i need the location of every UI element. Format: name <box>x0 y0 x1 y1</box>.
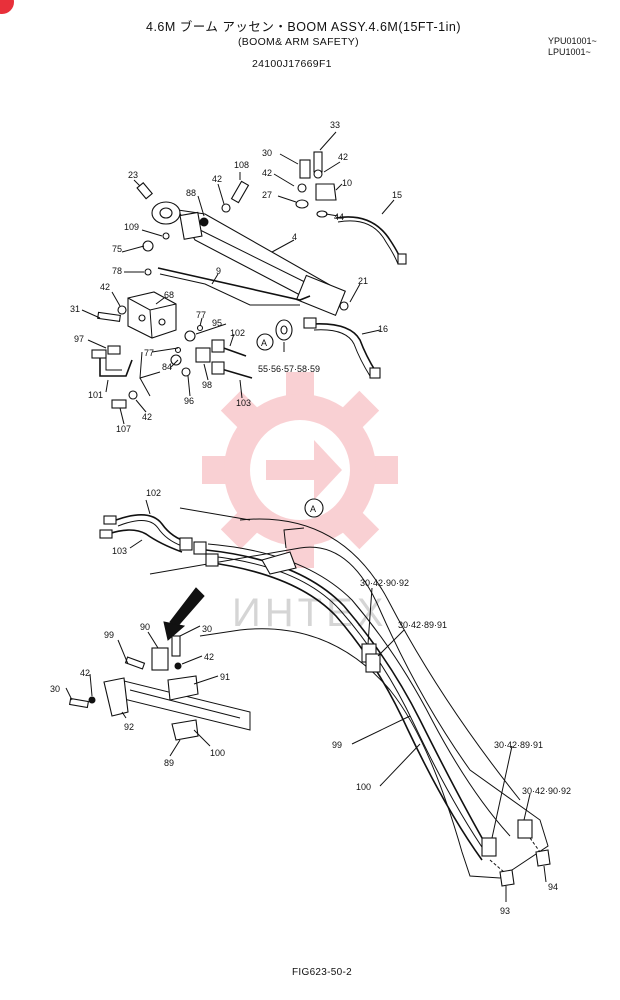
callout-30-42-90-92: 30·42·90·92 <box>522 786 571 796</box>
callout-88: 88 <box>186 188 196 198</box>
callout-96: 96 <box>184 396 194 406</box>
clamp-89 <box>171 719 199 741</box>
callout-42: 42 <box>212 174 222 184</box>
callout-103: 103 <box>112 546 127 556</box>
detail-clamp-view <box>68 635 251 741</box>
callout-42: 42 <box>100 282 110 292</box>
detail-arrow <box>169 587 205 629</box>
callout-42: 42 <box>204 652 214 662</box>
upper-assembly: A <box>81 131 407 425</box>
safety-valve-68 <box>127 291 177 339</box>
fitting-93 <box>499 869 515 887</box>
figure-label: FIG623-50-2 <box>292 967 352 978</box>
callout-94: 94 <box>548 882 558 892</box>
callout-10: 10 <box>342 178 352 188</box>
boom-outline <box>149 546 549 879</box>
callout-labels: 33 30 42 42 10 27 44 15 108 23 88 42 109… <box>50 120 571 916</box>
callout-108: 108 <box>234 160 249 170</box>
callout-68: 68 <box>164 290 174 300</box>
callout-30: 30 <box>262 148 272 158</box>
clamp-92 <box>103 677 129 717</box>
callout-100: 100 <box>356 782 371 792</box>
callout-75: 75 <box>112 244 122 254</box>
hose-102-lower <box>115 514 189 543</box>
diagram-title: 4.6M ブーム アッセン・BOOM ASSY.4.6M(15FT-1in) <box>146 20 461 34</box>
hose-15 <box>335 216 403 263</box>
callout-101: 101 <box>88 390 103 400</box>
callout-93: 93 <box>500 906 510 916</box>
pipe-mount-bracket <box>261 551 297 575</box>
callout-42: 42 <box>338 152 348 162</box>
callout-44: 44 <box>334 212 344 222</box>
callout-21: 21 <box>358 276 368 286</box>
callout-30: 30 <box>50 684 60 694</box>
callout-109: 109 <box>124 222 139 232</box>
clamp-upper-90 <box>151 647 169 671</box>
callout-100: 100 <box>210 748 225 758</box>
callout-33: 33 <box>330 120 340 130</box>
callout-42: 42 <box>262 168 272 178</box>
tee-98 <box>195 347 211 363</box>
callout-78: 78 <box>112 266 122 276</box>
clamp-91-detail <box>167 675 199 701</box>
callout-55-59: 55·56·57·58·59 <box>258 364 320 374</box>
callout-98: 98 <box>202 380 212 390</box>
leader-lines-upper <box>81 131 395 425</box>
detail-marker-a-upper-label: A <box>261 338 267 348</box>
callout-102: 102 <box>146 488 161 498</box>
callout-27: 27 <box>262 190 272 200</box>
callout-89: 89 <box>164 758 174 768</box>
callout-30-42-90-92: 30·42·90·92 <box>360 578 409 588</box>
callout-107: 107 <box>116 424 131 434</box>
hose-16 <box>311 323 377 373</box>
callout-16: 16 <box>378 324 388 334</box>
callout-90: 90 <box>140 622 150 632</box>
callout-15: 15 <box>392 190 402 200</box>
bolt-30-detail <box>171 635 181 657</box>
detail-marker-a-lower <box>304 498 324 518</box>
callout-92: 92 <box>124 722 134 732</box>
callout-95: 95 <box>212 318 222 328</box>
callout-84: 84 <box>162 362 172 372</box>
watermark-text: ИНТЕХ <box>232 591 387 635</box>
hose-103-lower <box>107 529 183 553</box>
callout-42: 42 <box>80 668 90 678</box>
callout-77: 77 <box>144 348 154 358</box>
serial-range-2: LPU1001~ <box>548 47 591 57</box>
callout-42: 42 <box>142 412 152 422</box>
callout-30-42-89-91: 30·42·89·91 <box>494 740 543 750</box>
cylinder-head <box>295 274 346 317</box>
pipe-101 <box>99 356 133 377</box>
clamp-90-lower <box>517 819 533 839</box>
callout-23: 23 <box>128 170 138 180</box>
small-fittings <box>97 151 349 409</box>
clamp-91 <box>365 653 381 673</box>
watermark-logo <box>202 372 398 568</box>
lower-assembly: A <box>65 498 551 902</box>
callout-9: 9 <box>216 266 221 276</box>
leader-lines-lower <box>65 499 547 902</box>
part-number: 24100J17669F1 <box>252 58 332 70</box>
callout-99: 99 <box>104 630 114 640</box>
diagram-subtitle: (BOOM& ARM SAFETY) <box>238 36 359 48</box>
callout-30-42-89-91: 30·42·89·91 <box>398 620 447 630</box>
callout-91: 91 <box>220 672 230 682</box>
fitting-94 <box>535 849 551 867</box>
callout-4: 4 <box>292 232 297 242</box>
detail-marker-a-lower-label: A <box>310 504 316 514</box>
callout-97: 97 <box>74 334 84 344</box>
pipe-9 <box>157 267 311 301</box>
detail-marker-a-upper <box>256 333 274 351</box>
callout-99: 99 <box>332 740 342 750</box>
callout-102: 102 <box>230 328 245 338</box>
serial-range-1: YPU01001~ <box>548 36 597 46</box>
callout-31: 31 <box>70 304 80 314</box>
callout-103: 103 <box>236 398 251 408</box>
callout-77: 77 <box>196 310 206 320</box>
callout-30: 30 <box>202 624 212 634</box>
clamp-91-lower <box>481 837 497 857</box>
